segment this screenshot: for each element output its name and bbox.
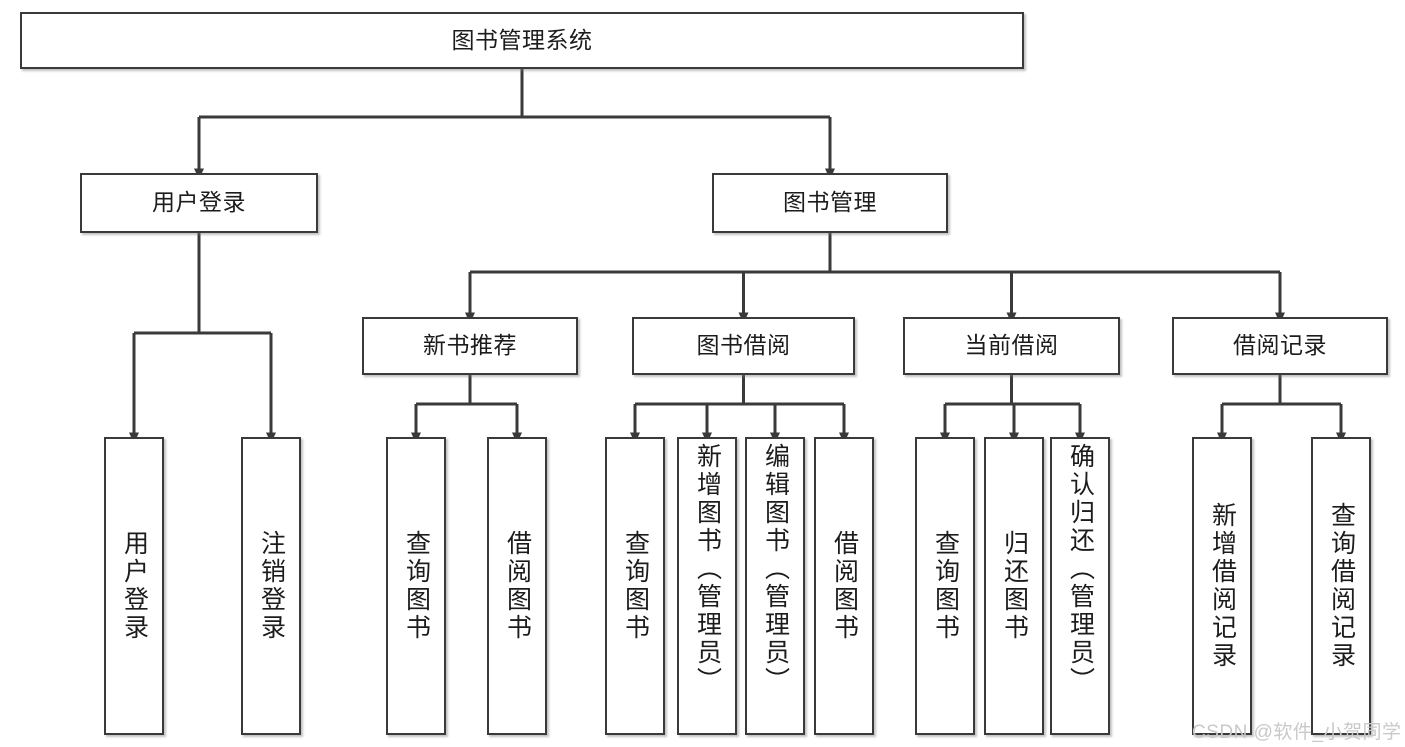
node-label-leaf-query-book-borrow: 查询图书 — [621, 530, 650, 642]
node-leaf-borrow-book[interactable]: 借阅图书 — [814, 437, 874, 735]
node-leaf-edit-book-admin[interactable]: 编辑图书（管理员） — [745, 437, 805, 735]
node-leaf-add-book-admin[interactable]: 新增图书（管理员） — [677, 437, 737, 735]
node-leaf-query-borrow-record[interactable]: 查询借阅记录 — [1311, 437, 1371, 735]
node-label-leaf-add-borrow-record: 新增借阅记录 — [1208, 502, 1237, 670]
node-leaf-query-book-rec[interactable]: 查询图书 — [386, 437, 446, 735]
node-leaf-user-login[interactable]: 用户登录 — [104, 437, 164, 735]
node-label-user-login: 用户登录 — [152, 189, 246, 216]
node-leaf-confirm-return-admin[interactable]: 确认归还（管理员） — [1050, 437, 1110, 735]
node-root[interactable]: 图书管理系统 — [20, 12, 1024, 69]
node-new-book-recommend[interactable]: 新书推荐 — [362, 317, 578, 375]
node-label-root: 图书管理系统 — [451, 26, 593, 53]
node-leaf-add-borrow-record[interactable]: 新增借阅记录 — [1192, 437, 1252, 735]
node-label-new-book-recommend: 新书推荐 — [423, 332, 517, 359]
node-label-leaf-user-login: 用户登录 — [120, 530, 149, 642]
node-label-leaf-query-book-rec: 查询图书 — [402, 530, 431, 642]
node-label-leaf-borrow-book-rec: 借阅图书 — [503, 530, 532, 642]
node-current-borrow[interactable]: 当前借阅 — [903, 317, 1120, 375]
node-leaf-return-book[interactable]: 归还图书 — [984, 437, 1044, 735]
node-borrow-record[interactable]: 借阅记录 — [1172, 317, 1388, 375]
node-label-leaf-query-borrow-record: 查询借阅记录 — [1327, 502, 1356, 670]
node-label-book-manage: 图书管理 — [783, 189, 877, 216]
node-book-manage[interactable]: 图书管理 — [712, 173, 948, 233]
edge-group — [129, 69, 1346, 444]
node-label-leaf-query-book-cur: 查询图书 — [931, 530, 960, 642]
node-leaf-user-logout[interactable]: 注销登录 — [241, 437, 301, 735]
node-label-leaf-confirm-return-admin: 确认归还（管理员） — [1066, 443, 1095, 695]
node-label-leaf-add-book-admin: 新增图书（管理员） — [693, 443, 722, 695]
node-label-leaf-borrow-book: 借阅图书 — [830, 530, 859, 642]
node-leaf-query-book-cur[interactable]: 查询图书 — [915, 437, 975, 735]
csdn-watermark: CSDN @软件_小贺同学 — [1192, 722, 1402, 743]
node-leaf-query-book-borrow[interactable]: 查询图书 — [605, 437, 665, 735]
node-leaf-borrow-book-rec[interactable]: 借阅图书 — [487, 437, 547, 735]
node-user-login[interactable]: 用户登录 — [80, 173, 318, 233]
node-label-borrow-record: 借阅记录 — [1233, 332, 1327, 359]
node-label-current-borrow: 当前借阅 — [964, 332, 1059, 359]
node-label-book-borrow: 图书借阅 — [696, 332, 791, 359]
node-label-leaf-return-book: 归还图书 — [1000, 530, 1029, 642]
node-label-leaf-user-logout: 注销登录 — [257, 530, 286, 642]
node-book-borrow[interactable]: 图书借阅 — [632, 317, 855, 375]
node-label-leaf-edit-book-admin: 编辑图书（管理员） — [761, 443, 790, 695]
